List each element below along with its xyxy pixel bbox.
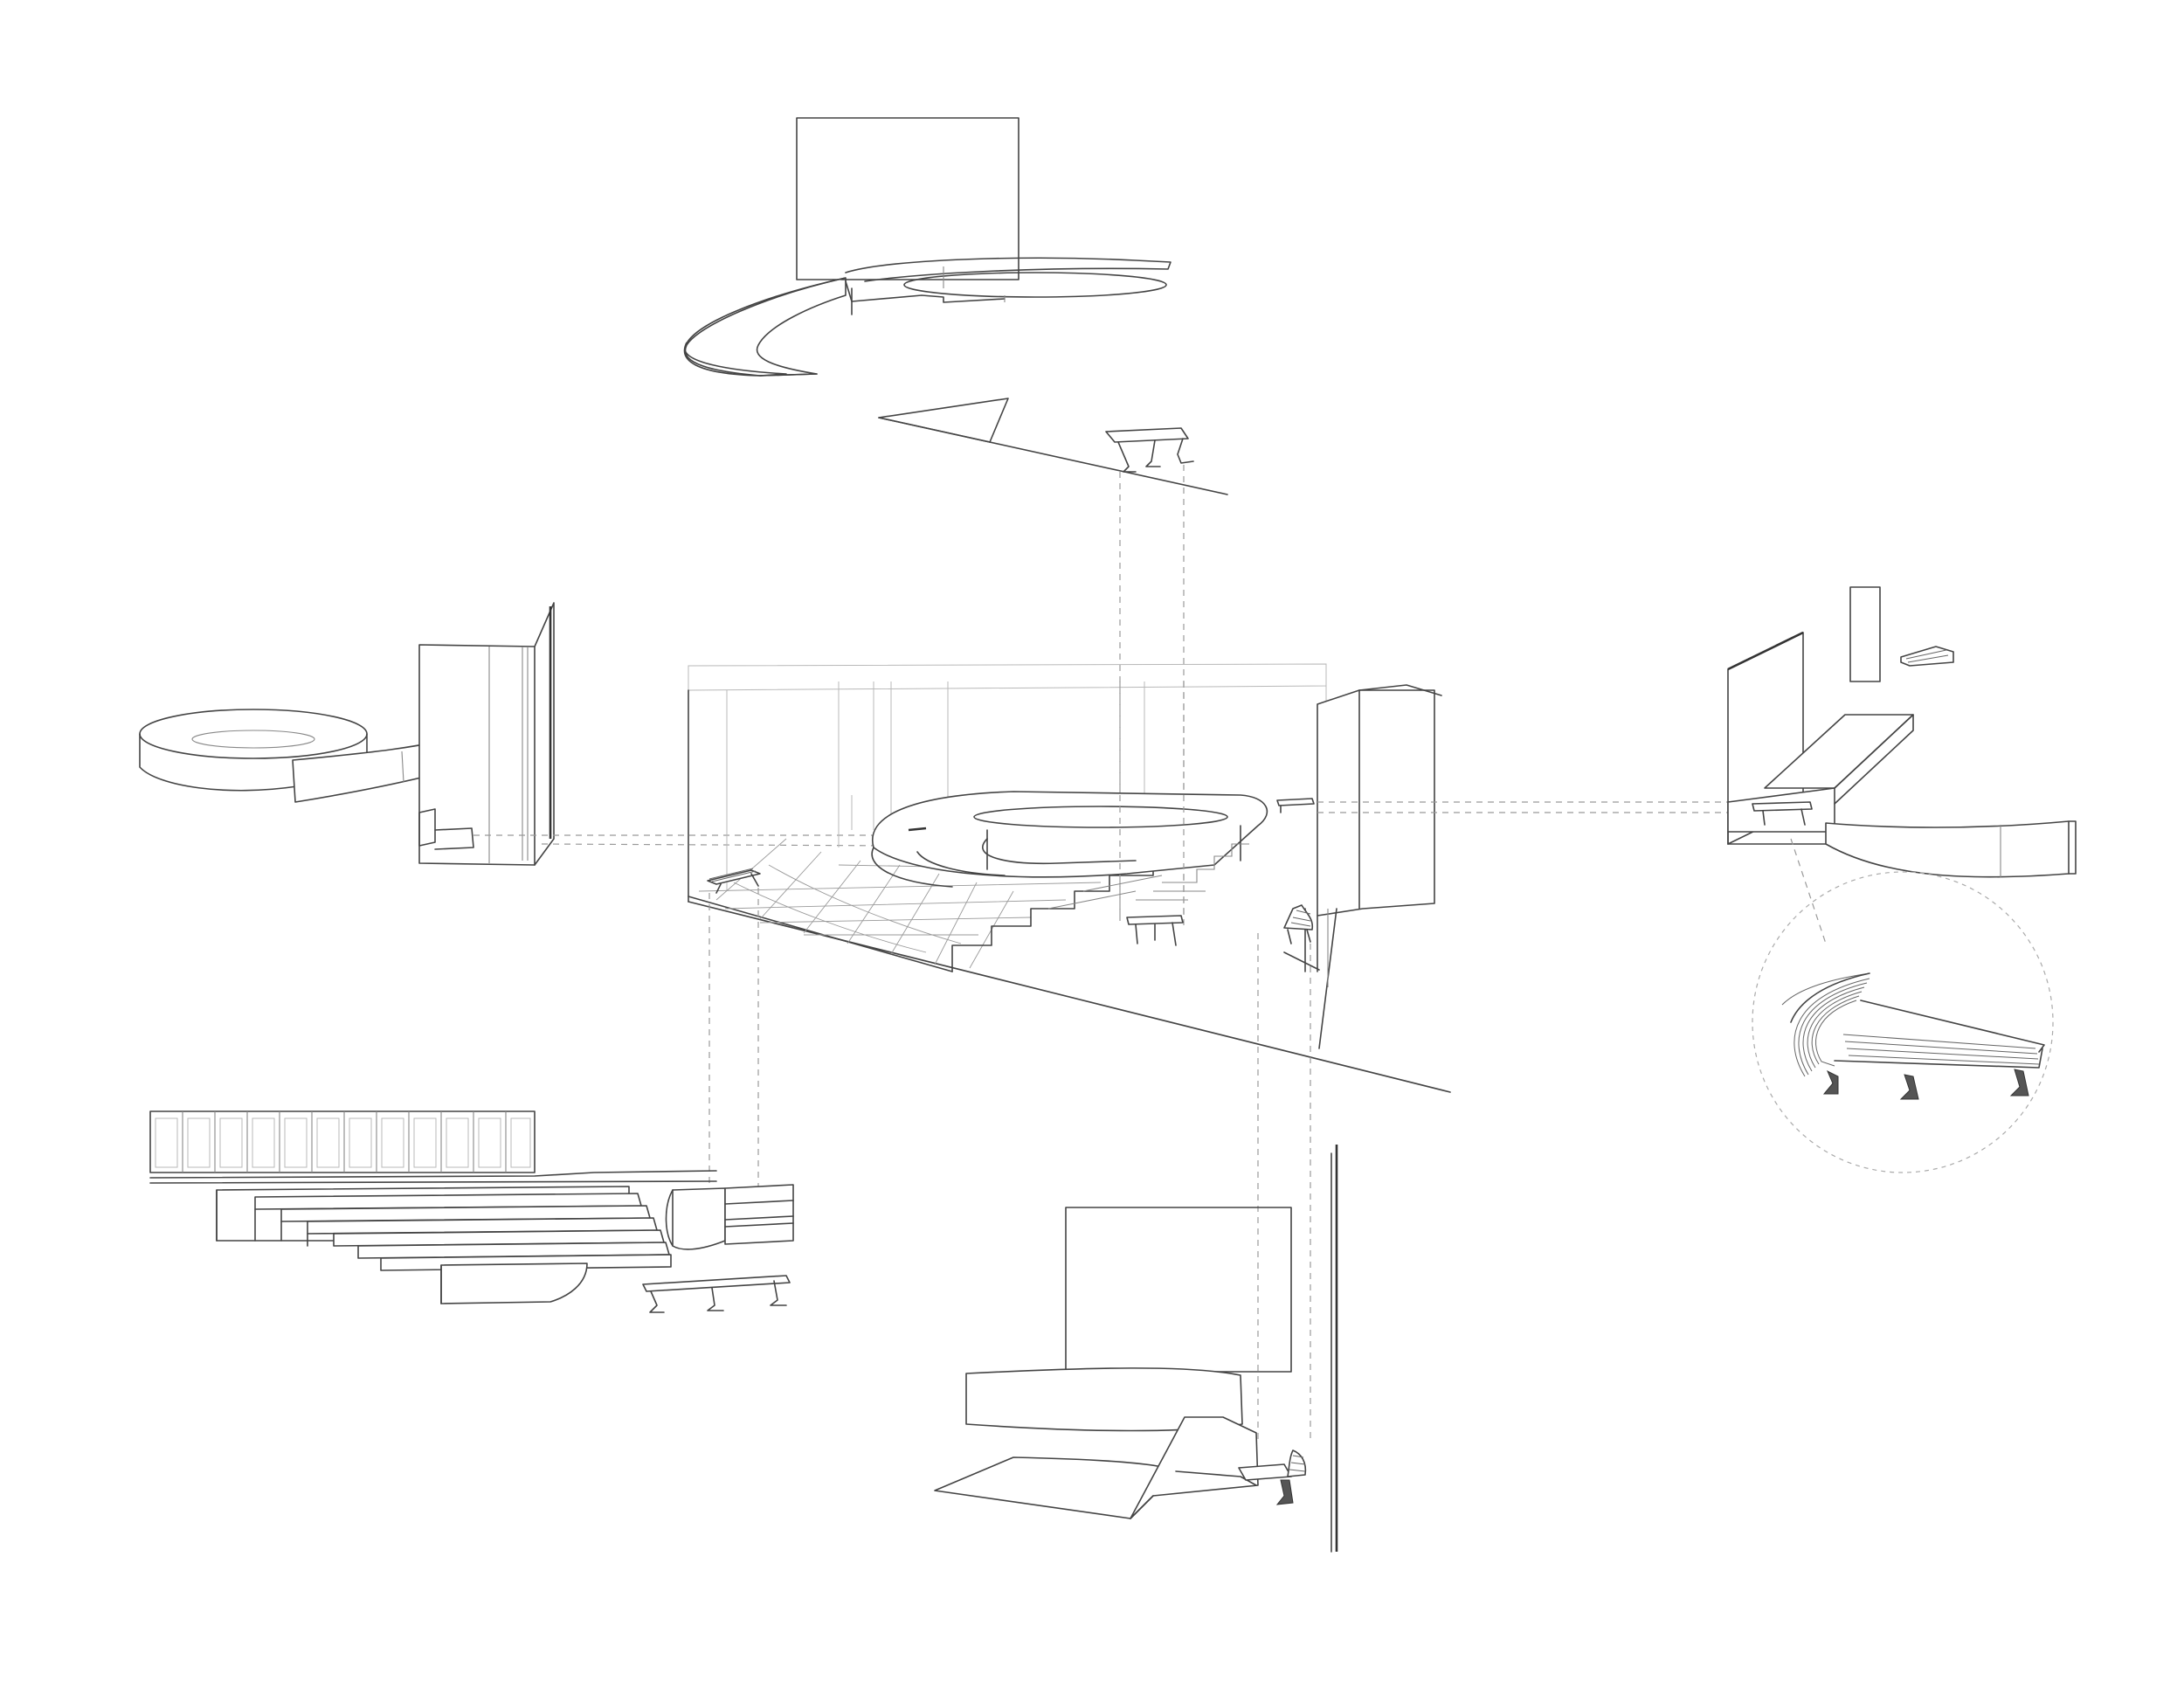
right-ramp-and-curved-bench (1728, 587, 2076, 944)
lower-stage-and-chair (935, 1145, 1337, 1552)
stepped-seating-and-panels (150, 1111, 793, 1312)
bench-detail-circle (1752, 872, 2053, 1173)
ring-wall-and-panels (140, 603, 1013, 865)
overhead-canopy-ring (685, 118, 1171, 376)
central-auditorium-section (688, 664, 1730, 1442)
